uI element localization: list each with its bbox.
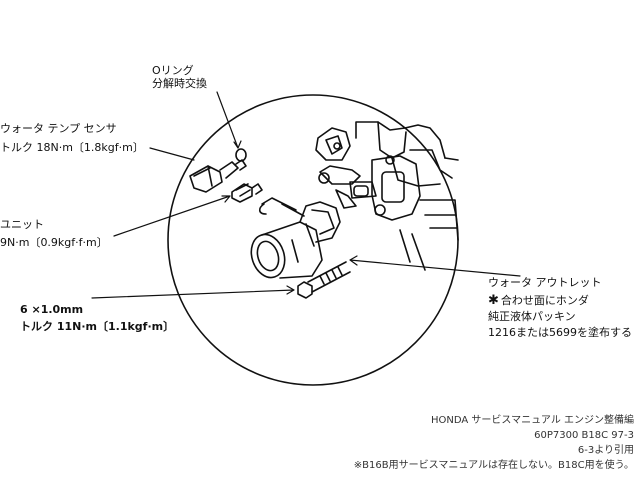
outlet-name: ウォータ アウトレット — [488, 276, 602, 289]
engine-block — [315, 121, 459, 271]
sensor-name: ウォータ テンプ センサ — [0, 122, 117, 135]
o-ring-label: Oリング 分解時交換 — [152, 64, 207, 90]
o-ring-leader — [216, 91, 242, 149]
unit-torque: 9N·m〔0.9kgf·f·m〕 — [0, 236, 108, 249]
source-line-4: ※B16B用サービスマニュアルは存在しない。B18C用を使う。 — [353, 460, 634, 471]
outlet-note-row: ✱合わせ面にホンダ — [488, 294, 632, 307]
water-outlet-part — [250, 197, 341, 279]
sensor-leader — [149, 147, 195, 161]
sensor-label: ウォータ テンプ センサ トルク 18N·m〔1.8kgf·m〕 — [0, 122, 144, 154]
unit-leader — [113, 195, 231, 237]
outlet-leader — [349, 255, 521, 277]
source-line-1: HONDA サービスマニュアル エンジン整備編 — [431, 415, 634, 426]
bolt-size: 6 ×1.0mm — [20, 303, 84, 316]
sensor-torque: トルク 18N·m〔1.8kgf·m〕 — [0, 141, 144, 154]
o-ring-note: 分解時交換 — [152, 77, 207, 90]
water-temp-sensor-part — [189, 159, 247, 193]
source-line-2: 60P7300 B18C 97-3 — [534, 430, 634, 441]
outlet-note-1: 合わせ面にホンダ — [500, 294, 589, 307]
bolt-label: 6 ×1.0mm トルク 11N·m〔1.1kgf·m〕 — [20, 303, 174, 333]
thermo-unit-part — [231, 183, 263, 203]
bolt-part — [297, 261, 351, 299]
outlet-label: ウォータ アウトレット ✱合わせ面にホンダ 純正液体パッキン 1216または56… — [488, 276, 632, 339]
o-ring-title: Oリング — [152, 64, 194, 77]
bolt-leader — [91, 285, 295, 299]
star-mark: ✱ — [488, 293, 499, 308]
outlet-note-2: 純正液体パッキン — [488, 310, 576, 323]
outlet-note-3: 1216または5699を塗布する — [488, 326, 632, 339]
unit-name: ユニット — [0, 218, 44, 231]
source-line-3: 6-3より引用 — [577, 445, 634, 456]
unit-label: ユニット 9N·m〔0.9kgf·f·m〕 — [0, 218, 108, 249]
bolt-torque: トルク 11N·m〔1.1kgf·m〕 — [20, 320, 175, 333]
o-ring-part — [235, 148, 247, 162]
